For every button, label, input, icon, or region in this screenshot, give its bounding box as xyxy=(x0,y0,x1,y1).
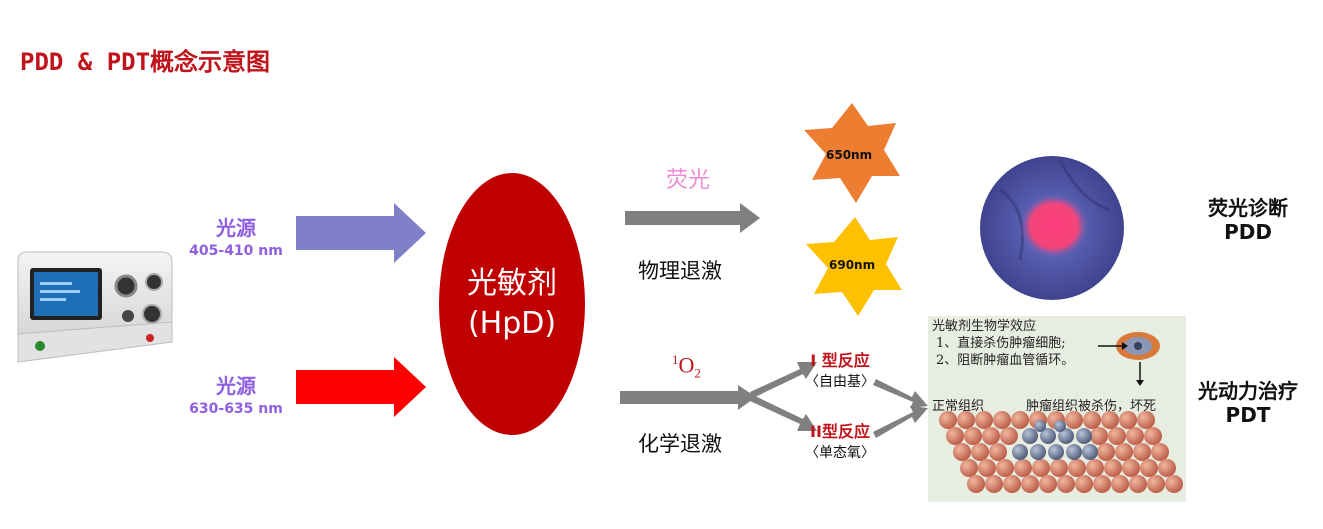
type2-to-pdt-arrow xyxy=(873,406,928,438)
normal-tissue-label: 正常组织 xyxy=(932,399,985,414)
light-source-405-label: 光源 405-410 nm xyxy=(189,216,283,259)
type2-reaction: II型反应 〈单态氧〉 xyxy=(805,422,875,461)
star-650nm-label: 650nm xyxy=(826,148,873,162)
type2-branch-arrow xyxy=(750,395,817,431)
tumor-cells xyxy=(1012,420,1098,460)
chemical-arrow-shaft xyxy=(620,391,738,404)
laser-device-image xyxy=(17,251,173,363)
type1-to-pdt-arrow xyxy=(873,379,928,408)
star-650nm xyxy=(804,103,900,203)
fluorescence-arrow xyxy=(625,203,760,233)
type1-branch-arrow xyxy=(750,362,817,398)
photosensitizer-label: 光敏剂 (HpD) xyxy=(467,266,557,341)
light-source-630-label: 光源 630-635 nm xyxy=(189,374,283,417)
physical-deexcitation-label: 物理退激 xyxy=(638,259,722,283)
illustration-caption: 光敏剂生物学效应 1、直接杀伤肿瘤细胞; 2、阻断肿瘤血管循环。 xyxy=(932,319,1075,368)
normal-tissue-cells xyxy=(939,411,1183,493)
type1-reaction: I 型反应 〈自由基〉 xyxy=(805,351,875,390)
pdt-outcome-label: 光动力治疗 PDT xyxy=(1198,379,1298,427)
chemical-arrow-head xyxy=(738,385,756,410)
pdd-outcome-label: 荧光诊断 PDD xyxy=(1208,196,1288,244)
violet-light-arrow xyxy=(296,203,426,263)
star-690nm-label: 690nm xyxy=(829,258,876,272)
singlet-oxygen-label: 1O2 xyxy=(672,352,701,381)
photosensitizer-ellipse xyxy=(439,173,585,435)
tumor-tissue-label: 肿瘤组织被杀伤，坏死 xyxy=(1026,399,1157,414)
chemical-deexcitation-label: 化学退激 xyxy=(638,432,722,456)
red-light-arrow xyxy=(296,357,426,417)
page-title: PDD & PDT概念示意图 xyxy=(20,48,271,76)
star-690nm xyxy=(806,217,902,316)
fluorescence-label: 荧光 xyxy=(666,168,711,193)
